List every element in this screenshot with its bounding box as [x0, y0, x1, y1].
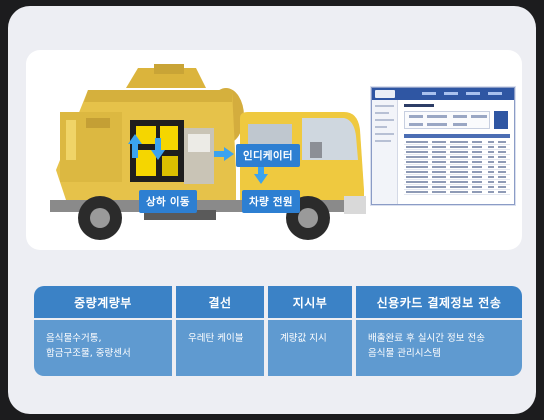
system-figure: 상하 이동 인디케이터 차량 전원: [26, 50, 522, 250]
software-page-title: [404, 104, 434, 107]
table-column-indicator: 지시부 계량값 지시: [268, 286, 352, 376]
software-table-row: [404, 145, 510, 150]
column-line: 배출완료 후 실시간 정보 전송: [368, 333, 485, 344]
truck-illustration: [50, 64, 366, 240]
software-table-row: [404, 185, 510, 190]
software-search-button: [494, 111, 508, 129]
table-column-card-payment: 신용카드 결제정보 전송 배출완료 후 실시간 정보 전송 음식물 관리시스템: [356, 286, 522, 376]
arrow-down-icon: [151, 138, 165, 160]
software-header-bar: [372, 88, 514, 100]
column-line: 계량값 지시: [280, 333, 327, 344]
software-logo: [375, 90, 395, 98]
label-indicator: 인디케이터: [236, 144, 300, 167]
software-table-header: [404, 134, 510, 138]
arrow-right-icon: [214, 147, 234, 161]
column-line: 합금구조물, 중량센서: [46, 348, 131, 359]
software-table-row: [404, 155, 510, 160]
table-column-weighing: 중량계량부 음식물수거통, 합금구조물, 중량센서: [34, 286, 172, 376]
label-up-down: 상하 이동: [139, 190, 197, 213]
weighing-unit: [130, 120, 214, 184]
label-vehicle-power: 차량 전원: [242, 190, 300, 213]
management-software-screenshot: [371, 87, 515, 205]
column-body: 음식물수거통, 합금구조물, 중량센서: [34, 320, 172, 376]
software-table-row: [404, 165, 510, 170]
column-line: 우레탄 케이블: [188, 333, 244, 344]
column-line: 음식물 관리시스템: [368, 348, 441, 359]
software-table-row: [404, 140, 510, 145]
arrow-down-icon: [254, 162, 268, 184]
column-header: 신용카드 결제정보 전송: [356, 286, 522, 318]
software-table-row: [404, 175, 510, 180]
software-table-row: [404, 180, 510, 185]
software-table-row: [404, 150, 510, 155]
column-line: 음식물수거통,: [46, 333, 102, 344]
column-header: 중량계량부: [34, 286, 172, 318]
software-search-form: [404, 111, 490, 129]
truck-rear-wheel: [78, 196, 122, 240]
software-sidebar: [372, 100, 398, 204]
arrow-up-icon: [128, 134, 142, 158]
software-table-row: [404, 170, 510, 175]
column-body: 계량값 지시: [268, 320, 352, 376]
truck-hopper: [126, 68, 206, 88]
column-header: 결선: [176, 286, 264, 318]
column-header: 지시부: [268, 286, 352, 318]
software-table: [404, 140, 510, 195]
column-body: 우레탄 케이블: [176, 320, 264, 376]
truck-hopper-lid: [154, 64, 184, 74]
software-table-row: [404, 190, 510, 195]
software-table-row: [404, 160, 510, 165]
table-column-wiring: 결선 우레탄 케이블: [176, 286, 264, 376]
column-body: 배출완료 후 실시간 정보 전송 음식물 관리시스템: [356, 320, 522, 376]
diagram-card: 상하 이동 인디케이터 차량 전원: [8, 6, 536, 414]
